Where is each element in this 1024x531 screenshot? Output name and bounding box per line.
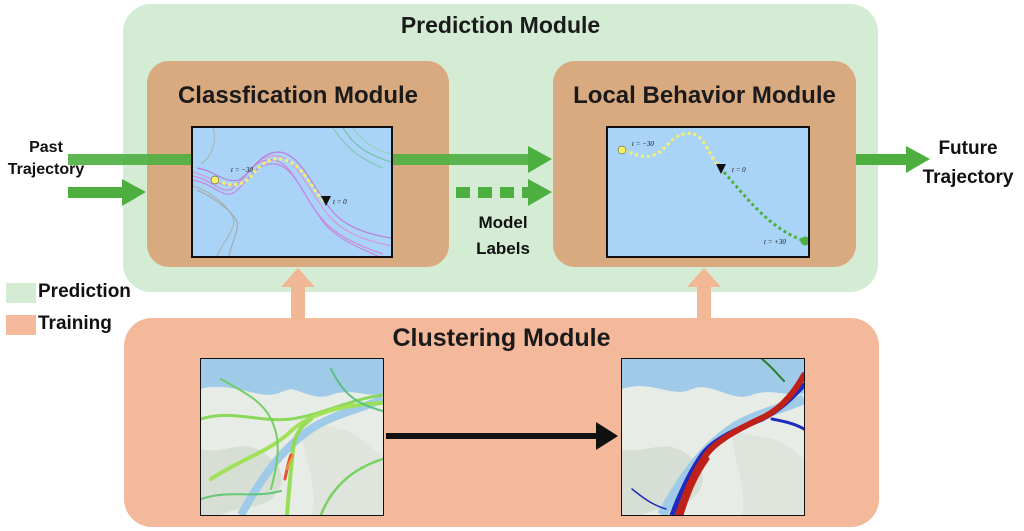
clustering-module-title: Clustering Module bbox=[392, 324, 611, 352]
classification-plot-canvas: t = −30 t = 0 bbox=[193, 128, 391, 256]
candidate-trajectories bbox=[193, 128, 391, 256]
legend-label-prediction: Prediction bbox=[38, 281, 131, 302]
current-position-marker bbox=[716, 164, 726, 174]
model-labels-dashed-arrow bbox=[456, 179, 552, 206]
past-trajectory-path bbox=[216, 157, 329, 206]
legend-label-training: Training bbox=[38, 313, 112, 334]
clustering-output-map bbox=[621, 358, 805, 516]
local-behavior-time-start: t = −30 bbox=[632, 140, 654, 148]
future-trajectory-label-line1: Future bbox=[938, 138, 998, 159]
trajectory-density bbox=[201, 368, 383, 515]
local-behavior-plot: t = −30 t = 0 t = +30 bbox=[606, 126, 810, 258]
future-trajectory-label-line2: Trajectory bbox=[922, 167, 1014, 188]
start-point-marker bbox=[617, 145, 627, 155]
model-labels-line1: Model bbox=[478, 213, 528, 232]
model-labels-line2: Labels bbox=[476, 239, 530, 258]
start-point-marker bbox=[210, 175, 220, 185]
clustering-input-map-canvas bbox=[201, 359, 383, 515]
current-position-marker bbox=[321, 196, 331, 206]
prediction-module-title: Prediction Module bbox=[400, 12, 601, 38]
future-trajectory-label: Future Trajectory bbox=[912, 134, 1024, 192]
past-trajectory-label: Past Trajectory bbox=[0, 137, 92, 181]
local-behavior-time-now: t = 0 bbox=[732, 166, 746, 174]
legend-swatch-prediction bbox=[6, 283, 36, 303]
training-arrow-to-classification bbox=[281, 268, 315, 320]
trajectory-clusters bbox=[631, 359, 804, 515]
training-arrow-to-local-behavior bbox=[687, 268, 721, 320]
local-behavior-plot-canvas: t = −30 t = 0 t = +30 bbox=[608, 128, 808, 256]
end-point-marker bbox=[800, 236, 808, 246]
classification-time-now: t = 0 bbox=[333, 198, 347, 206]
past-trajectory-arrow-bottom bbox=[68, 179, 146, 206]
local-behavior-module-title: Local Behavior Module bbox=[573, 82, 836, 109]
clustering-output-map-canvas bbox=[622, 359, 804, 515]
past-trajectory-label-line1: Past bbox=[29, 139, 63, 156]
classification-module-title: Classfication Module bbox=[177, 82, 419, 109]
legend-swatch-training bbox=[6, 315, 36, 335]
local-behavior-time-end: t = +30 bbox=[764, 238, 786, 246]
classification-plot: t = −30 t = 0 bbox=[191, 126, 393, 258]
clustering-input-map bbox=[200, 358, 384, 516]
classification-time-start: t = −30 bbox=[231, 166, 253, 174]
legend: Prediction Training bbox=[0, 280, 160, 344]
model-labels-label: Model Labels bbox=[458, 210, 548, 262]
past-trajectory-label-line2: Trajectory bbox=[7, 161, 85, 178]
future-trajectory-arrow bbox=[856, 146, 930, 173]
predicted-trajectory-path bbox=[722, 171, 803, 242]
